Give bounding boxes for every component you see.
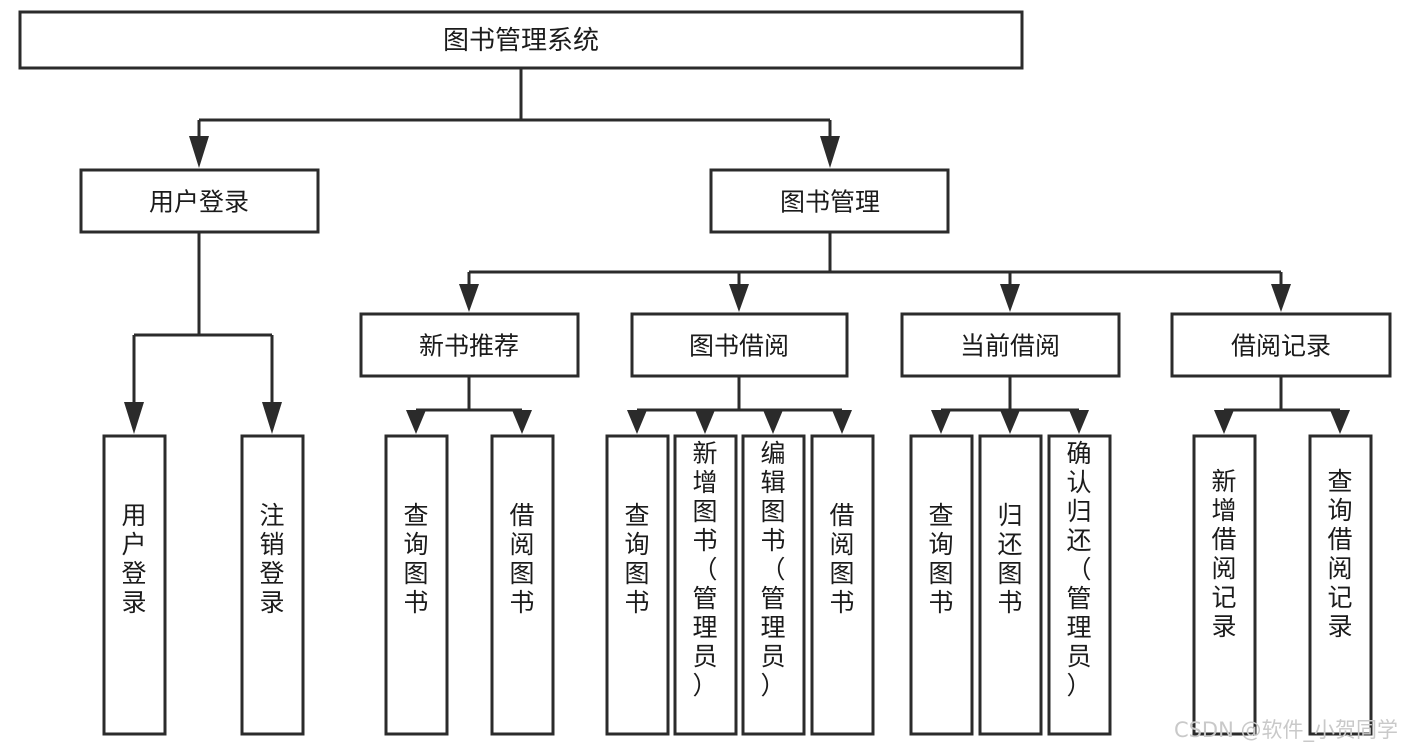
arrow-head-newbook [459, 284, 479, 312]
connector-group-currentborrow [931, 376, 1089, 434]
arrow-head-userlogin [189, 136, 209, 168]
node-box-book-management[interactable] [709, 168, 950, 234]
leaf-box-borrow-book-borrow[interactable] [810, 434, 875, 736]
leaf-label-query-book-borrow: 查询图书 [624, 501, 649, 617]
leaf-label-edit-book-admin: 编辑图书（管理员） [760, 439, 785, 700]
connector-group-userlogin [124, 232, 282, 434]
leaf-confirm-return-admin[interactable]: 确认归还（管理员） [1047, 434, 1112, 736]
node-borrow-record[interactable]: 借阅记录 [1170, 312, 1392, 378]
connector-group-bookmgmt [459, 232, 1291, 312]
arrow-head-borrowrecord-add [1214, 410, 1234, 434]
leaf-label-borrow-book-recommend: 借阅图书 [509, 501, 534, 617]
node-box-new-book-recommend[interactable] [359, 312, 580, 378]
arrow-head-logout-leaf [262, 402, 282, 434]
node-book-management[interactable]: 图书管理 [709, 168, 950, 234]
leaf-query-borrow-record[interactable]: 查询借阅记录 [1308, 434, 1373, 736]
leaf-label-user-login: 用户登录 [121, 501, 146, 617]
node-label-user-login: 用户登录 [149, 188, 249, 217]
leaf-borrow-book-borrow[interactable]: 借阅图书 [810, 434, 875, 736]
node-box-book-borrow[interactable] [630, 312, 849, 378]
arrow-head-borrowrecord-query [1330, 410, 1350, 434]
connector-group-newbook [406, 376, 532, 434]
leaf-box-borrow-book-recommend[interactable] [490, 434, 555, 736]
arrow-head-newbook-borrow [512, 410, 532, 434]
leaf-box-edit-book-admin[interactable] [741, 434, 806, 736]
node-box-root[interactable] [18, 10, 1024, 70]
node-label-current-borrow: 当前借阅 [960, 332, 1060, 361]
arrow-head-user-login-leaf [124, 402, 144, 434]
leaf-box-add-borrow-record[interactable] [1192, 434, 1257, 736]
leaf-label-query-borrow-record: 查询借阅记录 [1327, 467, 1352, 641]
leaf-box-query-book-recommend[interactable] [384, 434, 449, 736]
leaf-logout[interactable]: 注销登录 [240, 434, 305, 736]
arrow-head-currentborrow-query [931, 410, 951, 434]
leaf-return-book[interactable]: 归还图书 [978, 434, 1043, 736]
node-current-borrow[interactable]: 当前借阅 [900, 312, 1121, 378]
arrow-head-borrowbook-edit [763, 410, 783, 434]
node-label-book-management: 图书管理 [780, 188, 880, 217]
node-label-new-book-recommend: 新书推荐 [419, 332, 519, 361]
node-label-root: 图书管理系统 [443, 26, 599, 56]
leaf-label-confirm-return-admin: 确认归还（管理员） [1066, 439, 1091, 700]
node-box-current-borrow[interactable] [900, 312, 1121, 378]
leaf-box-add-book-admin[interactable] [673, 434, 738, 736]
arrow-head-currentborrow-confirm [1069, 410, 1089, 434]
leaf-label-borrow-book-borrow: 借阅图书 [829, 501, 854, 617]
arrow-head-currentborrow-return [1000, 410, 1020, 434]
leaf-box-query-borrow-record[interactable] [1308, 434, 1373, 736]
leaf-query-book-recommend[interactable]: 查询图书 [384, 434, 449, 736]
arrow-head-newbook-query [406, 410, 426, 434]
csdn-watermark: CSDN @软件_小贺同学 [1174, 718, 1398, 743]
arrow-head-bookmgmt [820, 136, 840, 168]
connector-group-root [189, 68, 840, 168]
arrow-head-currentborrow [1000, 284, 1020, 312]
leaf-box-confirm-return-admin[interactable] [1047, 434, 1112, 736]
arrow-head-borrowbook-query [627, 410, 647, 434]
leaf-box-query-book-current[interactable] [909, 434, 974, 736]
arrow-head-borrowbook [729, 284, 749, 312]
arrow-head-borrowrecord [1271, 284, 1291, 312]
leaf-label-logout: 注销登录 [259, 501, 284, 617]
leaf-query-book-current[interactable]: 查询图书 [909, 434, 974, 736]
leaf-label-query-book-recommend: 查询图书 [403, 501, 428, 617]
leaf-label-return-book: 归还图书 [997, 501, 1022, 617]
leaf-label-add-book-admin: 新增图书（管理员） [692, 439, 717, 700]
node-new-book-recommend[interactable]: 新书推荐 [359, 312, 580, 378]
leaf-add-book-admin[interactable]: 新增图书（管理员） [673, 434, 738, 736]
arrow-head-borrowbook-borrow [832, 410, 852, 434]
node-user-login[interactable]: 用户登录 [79, 168, 320, 234]
leaf-label-query-book-current: 查询图书 [928, 501, 953, 617]
leaf-borrow-book-recommend[interactable]: 借阅图书 [490, 434, 555, 736]
arrow-head-borrowbook-add [695, 410, 715, 434]
leaf-box-logout[interactable] [240, 434, 305, 736]
connector-group-borrowbook [627, 376, 852, 434]
node-book-borrow[interactable]: 图书借阅 [630, 312, 849, 378]
leaf-edit-book-admin[interactable]: 编辑图书（管理员） [741, 434, 806, 736]
leaf-box-user-login[interactable] [102, 434, 167, 736]
leaf-box-return-book[interactable] [978, 434, 1043, 736]
node-book-management-system[interactable]: 图书管理系统 [18, 10, 1024, 70]
node-label-borrow-record: 借阅记录 [1231, 332, 1331, 361]
leaf-user-login[interactable]: 用户登录 [102, 434, 167, 736]
node-box-user-login[interactable] [79, 168, 320, 234]
leaf-box-query-book-borrow[interactable] [605, 434, 670, 736]
leaf-add-borrow-record[interactable]: 新增借阅记录 [1192, 434, 1257, 736]
connector-group-borrowrecord [1214, 376, 1350, 434]
node-label-book-borrow: 图书借阅 [689, 332, 789, 361]
leaf-label-add-borrow-record: 新增借阅记录 [1211, 467, 1236, 641]
node-box-borrow-record[interactable] [1170, 312, 1392, 378]
leaf-query-book-borrow[interactable]: 查询图书 [605, 434, 670, 736]
